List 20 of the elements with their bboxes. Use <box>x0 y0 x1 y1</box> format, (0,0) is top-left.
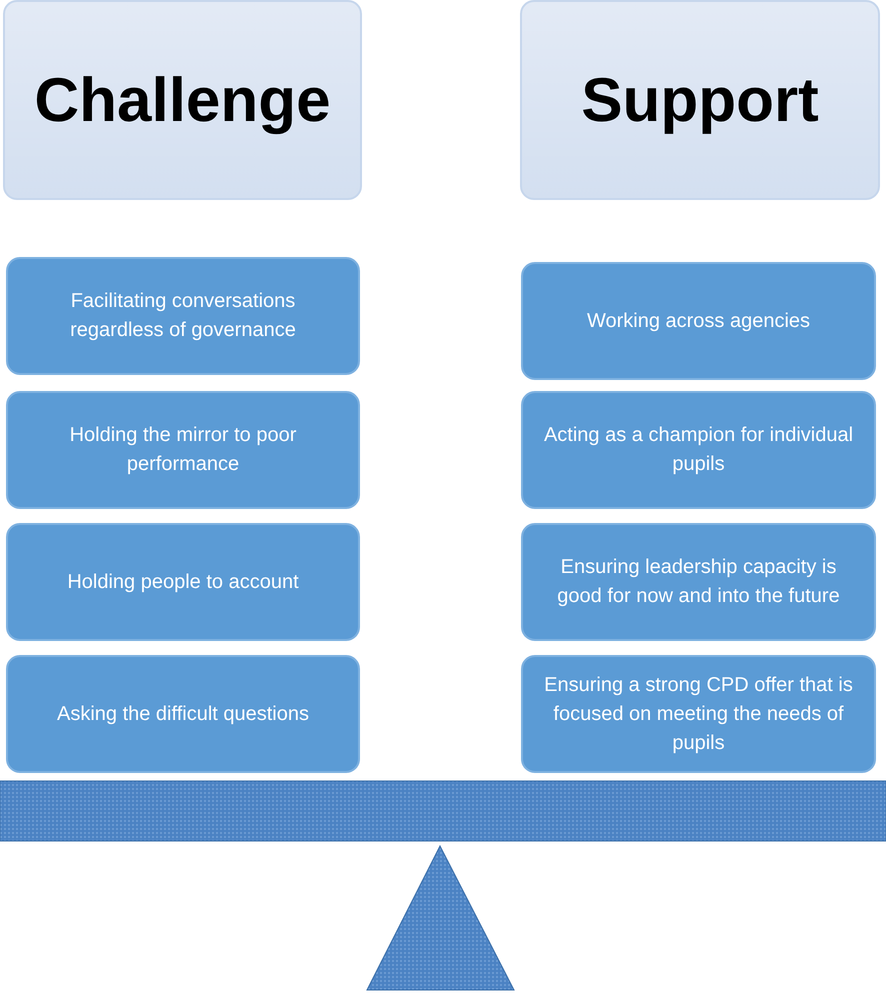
text-box <box>521 523 876 641</box>
text-box <box>6 257 360 375</box>
box-text: Working across agencies <box>586 308 810 334</box>
box-text: Ensuring a strong CPD offer that is focused on meeting the needs of pupils <box>543 672 854 756</box>
heading-box <box>3 0 362 200</box>
text-box <box>521 262 876 380</box>
box-text: Ensuring leadership capacity is good for now and into the future <box>556 555 841 609</box>
box-text: Holding the mirror to poor performance <box>68 423 298 477</box>
text-box <box>6 523 360 641</box>
heading-text: Challenge <box>34 64 331 136</box>
box-text: Facilitating conversations regardless of governance <box>69 289 297 343</box>
box-text: Holding people to account <box>67 570 299 594</box>
text-box <box>6 391 360 509</box>
heading-text: Support <box>581 64 819 136</box>
text-box <box>6 655 360 773</box>
box-text: Asking the difficult questions <box>56 702 309 726</box>
heading-box <box>520 0 880 200</box>
text-box <box>521 391 876 509</box>
text-box <box>521 655 876 773</box>
box-text: Acting as a champion for individual pupils <box>542 423 854 477</box>
